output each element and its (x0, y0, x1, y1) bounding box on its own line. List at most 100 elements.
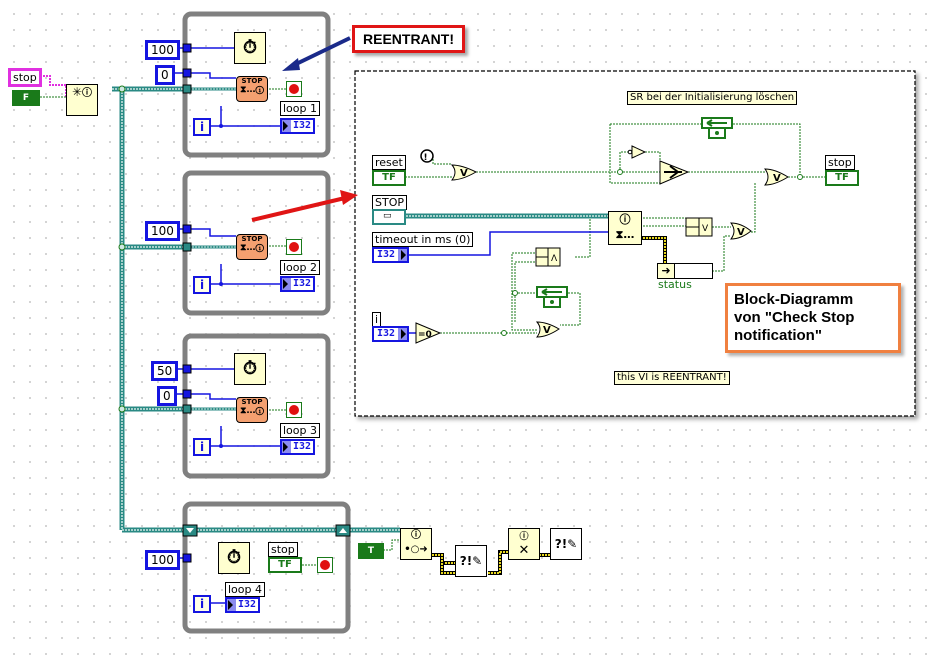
metronome-icon: ⏱ (226, 547, 242, 568)
loop4-stop-terminal[interactable] (317, 557, 333, 573)
not-gate[interactable] (627, 145, 647, 159)
loop1-indicator[interactable]: I32 (280, 118, 315, 134)
subvi-boolean-wires (405, 123, 825, 334)
hourglass-icon: ⧗…ⓘ (240, 243, 264, 253)
or-gate-3[interactable]: V (730, 222, 752, 240)
unbundle-status[interactable]: ➜ status (657, 263, 713, 291)
loop1-indicator-label: loop 1 (280, 101, 320, 116)
metronome-icon: ⏱ (242, 358, 258, 379)
warning-icon: ⓘ (519, 532, 529, 542)
loop2-stop-terminal[interactable] (286, 239, 302, 255)
loop3-stop-terminal[interactable] (286, 402, 302, 418)
feedback-node-2[interactable] (536, 286, 568, 308)
loop2-iteration-terminal: i (193, 276, 211, 294)
warning-icon: ⓘ (411, 530, 421, 541)
select-node[interactable] (659, 160, 690, 185)
subvi-note-bottom: this VI is REENTRANT! (614, 371, 730, 385)
svg-text:=0: =0 (418, 330, 432, 340)
svg-text:V: V (543, 325, 551, 336)
first-call-icon[interactable]: ! (420, 149, 434, 163)
svg-text:V: V (773, 173, 781, 184)
feedback-node-1[interactable] (701, 117, 733, 139)
warning-icon: ⓘ (619, 213, 631, 226)
block-diagram-callout: Block-Diagramm von "Check Stop notificat… (725, 283, 901, 353)
svg-text:V: V (737, 227, 745, 238)
or-gate-2[interactable]: V (764, 168, 789, 186)
stop-input-label: STOP (372, 195, 407, 210)
loop1-stop-terminal[interactable] (286, 81, 302, 97)
bool-const-label: F (22, 93, 30, 103)
release-notifier-vi[interactable]: ⓘ •○➜ (400, 528, 432, 560)
loop3-timeout-const[interactable]: 0 (157, 386, 177, 406)
timeout-control[interactable]: I32 (372, 247, 409, 263)
callout-line-1: Block-Diagramm (734, 291, 854, 308)
loop3-indicator[interactable]: I32 (280, 439, 315, 455)
loop2-indicator[interactable]: I32 (280, 276, 315, 292)
loop4-iteration-terminal: i (193, 595, 211, 613)
force-destroy-bool-const[interactable]: T (358, 543, 384, 559)
loop4-indicator[interactable]: I32 (225, 597, 260, 613)
hourglass-icon: ⧗…ⓘ (240, 85, 264, 95)
loop2-indicator-label: loop 2 (280, 260, 320, 275)
loop3-wait-ms-vi[interactable]: ⏱ (234, 353, 266, 385)
hourglass-icon: ⧗… (615, 228, 635, 241)
svg-text:!: ! (424, 153, 428, 163)
or-compound-node[interactable]: V (685, 217, 713, 237)
clear-errors-vi-1[interactable]: ?!✎ (455, 545, 487, 577)
loop1-iteration-terminal: i (193, 118, 211, 136)
or-gate-4[interactable]: V (535, 321, 560, 338)
red-arrow (251, 196, 346, 222)
loop1-wait-ms-vi[interactable]: ⏱ (234, 32, 266, 64)
while-loop-4-frame[interactable] (182, 501, 351, 634)
status-text: status (658, 278, 692, 291)
equal-zero-node[interactable]: =0 (415, 322, 442, 344)
svg-text:V: V (702, 224, 709, 234)
loop3-check-stop-vi[interactable]: STOP⧗…ⓘ (236, 397, 268, 423)
loop3-wait-const[interactable]: 50 (151, 361, 179, 381)
blue-arrow (291, 36, 351, 68)
obtain-notifier-vi[interactable]: ✳ⓘ (66, 84, 98, 116)
refnum-icon: ▭ (383, 211, 392, 221)
warning-icon: ⓘ (82, 88, 93, 99)
svg-text:V: V (460, 168, 468, 179)
stop-refnum-control[interactable]: ▭ (372, 209, 406, 225)
reset-label: reset (372, 155, 406, 170)
merge-errors-vi[interactable]: ⓘ✕ (508, 528, 540, 560)
loop4-wait-const[interactable]: 100 (145, 550, 180, 570)
callout-line-3: notification" (734, 327, 822, 344)
notifier-refnum-wire (112, 86, 400, 533)
stop-node-text: STOP (241, 77, 263, 85)
eraser-icon: ?!✎ (554, 537, 578, 551)
loop2-timeout-const[interactable]: 100 (145, 221, 180, 241)
arrow-right-icon: ➜ (658, 264, 675, 278)
loop1-timeout-const[interactable]: 0 (155, 65, 175, 85)
release-icon: •○➜ (404, 544, 428, 555)
loop2-check-stop-vi[interactable]: STOP⧗…ⓘ (236, 234, 268, 260)
clear-errors-vi-2[interactable]: ?!✎ (550, 528, 582, 560)
loop4-stop-control-label: stop (268, 542, 298, 557)
reset-control[interactable]: TF (372, 170, 406, 186)
stop-output-indicator[interactable]: TF (825, 170, 859, 186)
svg-text:Λ: Λ (551, 254, 558, 264)
loop4-wait-ms-vi[interactable]: ⏱ (218, 542, 250, 574)
wait-on-notification-vi[interactable]: ⓘ ⧗… (608, 211, 642, 245)
notifier-create-icon: ✳ (71, 85, 83, 99)
stop-node-text: STOP (241, 235, 263, 243)
stop-node-text: STOP (241, 398, 263, 406)
and-compound-node[interactable]: Λ (535, 247, 561, 267)
eraser-icon: ?!✎ (459, 554, 483, 568)
loop4-stop-control[interactable]: TF (268, 557, 302, 573)
loop1-wait-const[interactable]: 100 (145, 40, 180, 60)
stop-notifier-name[interactable]: stop (8, 68, 42, 87)
timeout-label: timeout in ms (0) (372, 232, 474, 247)
or-gate-1[interactable]: V (450, 164, 478, 181)
subvi-note-top: SR bei der Initialisierung löschen (627, 91, 798, 105)
loop1-check-stop-vi[interactable]: STOP⧗…ⓘ (236, 76, 268, 102)
i-control[interactable]: I32 (372, 326, 409, 342)
loop3-indicator-label: loop 3 (280, 423, 320, 438)
bool-const-false[interactable]: F (12, 90, 40, 106)
close-icon: ✕ (518, 543, 530, 558)
metronome-icon: ⏱ (242, 37, 258, 58)
i-label: i (372, 312, 382, 327)
